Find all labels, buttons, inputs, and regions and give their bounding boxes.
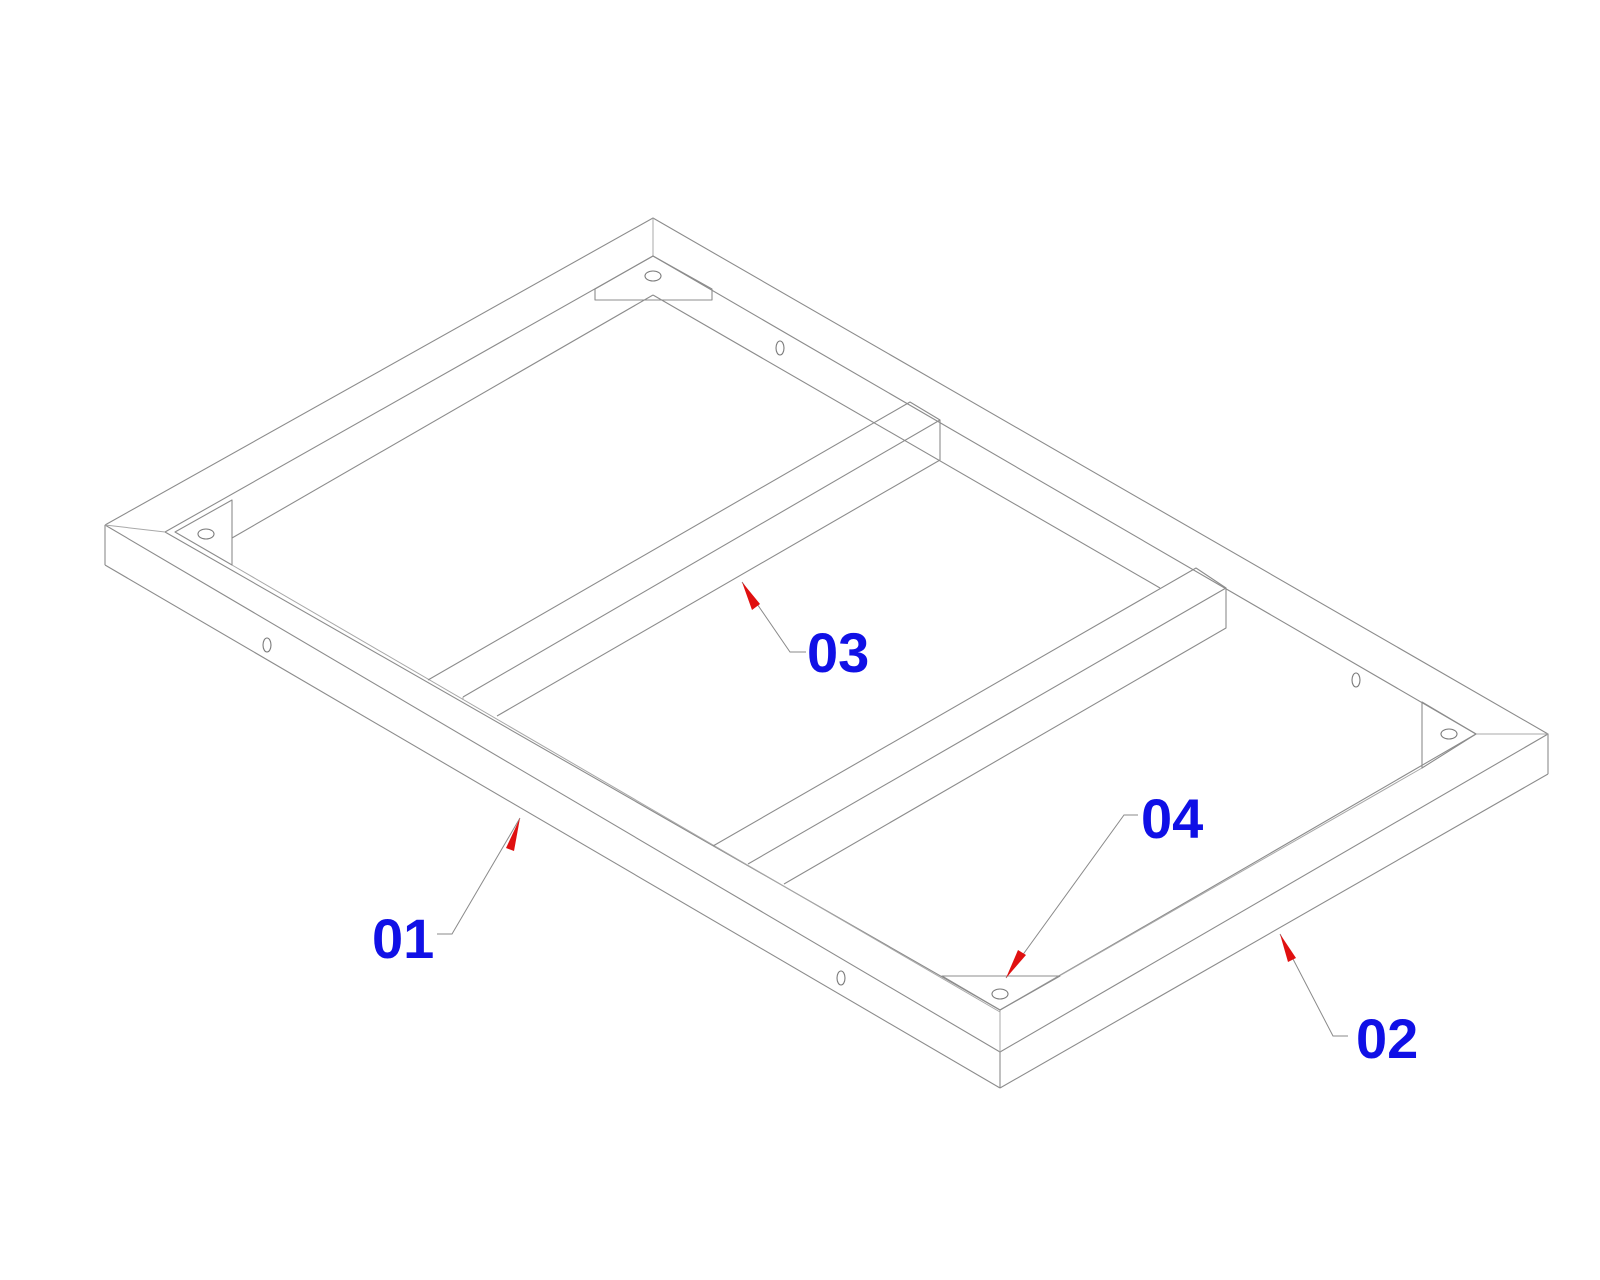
hole-back-rail xyxy=(775,340,785,356)
leader-04 xyxy=(1005,814,1138,979)
leader-02 xyxy=(1279,933,1348,1037)
inner-face-back xyxy=(652,294,1161,589)
leader-01 xyxy=(437,817,521,935)
arrowhead-03 xyxy=(742,582,760,610)
hole-left-rail-outer-2 xyxy=(836,970,846,986)
leader-line-03 xyxy=(741,581,806,653)
hole-back-gusset xyxy=(644,270,662,282)
cross-member-2-top xyxy=(712,567,1227,865)
gusset-left xyxy=(174,499,233,566)
cross-member-2-side xyxy=(783,588,1227,885)
miter-left xyxy=(104,524,166,533)
cross-member-1 xyxy=(427,401,941,717)
arrowhead-04 xyxy=(1006,950,1026,978)
bolt-holes xyxy=(197,270,1458,1000)
inner-face-right xyxy=(999,767,1423,1011)
callout-label-02: 02 xyxy=(1356,1007,1418,1070)
hole-front-gusset xyxy=(991,988,1009,1000)
hole-right-rail xyxy=(1351,672,1361,688)
callout-label-03: 03 xyxy=(807,621,869,684)
hole-left-gusset xyxy=(197,528,215,540)
cross-member-1-side xyxy=(496,420,941,717)
bottom-edge-right xyxy=(999,773,1549,1089)
callout-label-01: 01 xyxy=(372,907,434,970)
corner-gussets xyxy=(174,255,1477,1011)
cross-member-2 xyxy=(712,567,1227,885)
arrowhead-02 xyxy=(1280,934,1296,962)
leader-line-04 xyxy=(1005,814,1138,979)
gusset-right xyxy=(1421,701,1477,769)
gusset-back xyxy=(594,255,713,301)
hole-left-rail-outer-1 xyxy=(262,637,272,653)
arrowhead-01 xyxy=(506,818,520,851)
bottom-edge-left xyxy=(104,564,1001,1089)
inner-face-far xyxy=(231,294,654,539)
gusset-front xyxy=(941,975,1061,1011)
leader-line-02 xyxy=(1279,933,1348,1037)
leader-03 xyxy=(741,581,806,653)
callout-label-04: 04 xyxy=(1141,787,1203,850)
leader-line-01 xyxy=(437,817,521,935)
inner-face-left xyxy=(231,564,1001,1013)
cross-member-1-top xyxy=(427,401,941,698)
hole-right-gusset xyxy=(1440,728,1458,740)
